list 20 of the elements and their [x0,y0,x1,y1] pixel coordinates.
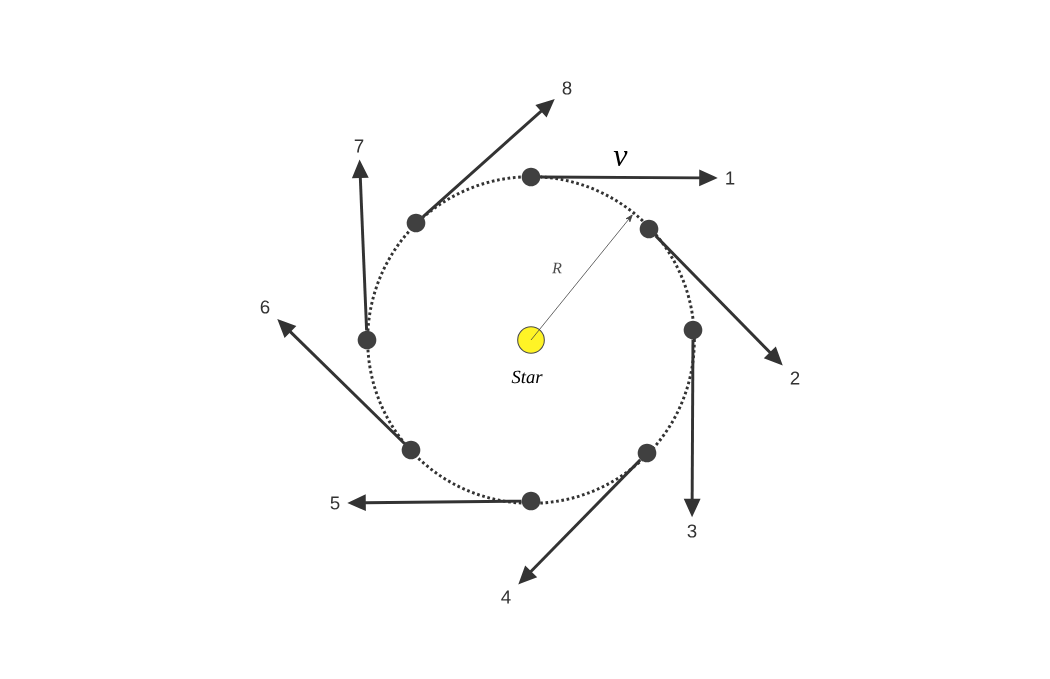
radius-label: R [552,262,562,274]
number-label: 6 [260,300,270,314]
star-circle [517,326,545,354]
number-label: 5 [330,496,340,510]
planet-dot [639,219,659,239]
planet-dot [521,167,541,187]
planet-dot [683,320,703,340]
velocity-label: v [613,151,628,167]
number-label: 1 [726,171,735,185]
planet-dot [406,213,426,233]
planet-dot [637,443,657,463]
planet-dot [357,330,377,350]
planet-dot [401,440,421,460]
number-label: 8 [562,81,572,95]
number-label: 3 [687,524,697,538]
star-label: Star [511,370,543,384]
number-label: 2 [790,371,800,385]
number-label: 4 [501,590,511,604]
planet-dot [521,491,541,511]
number-label: 7 [354,139,364,153]
